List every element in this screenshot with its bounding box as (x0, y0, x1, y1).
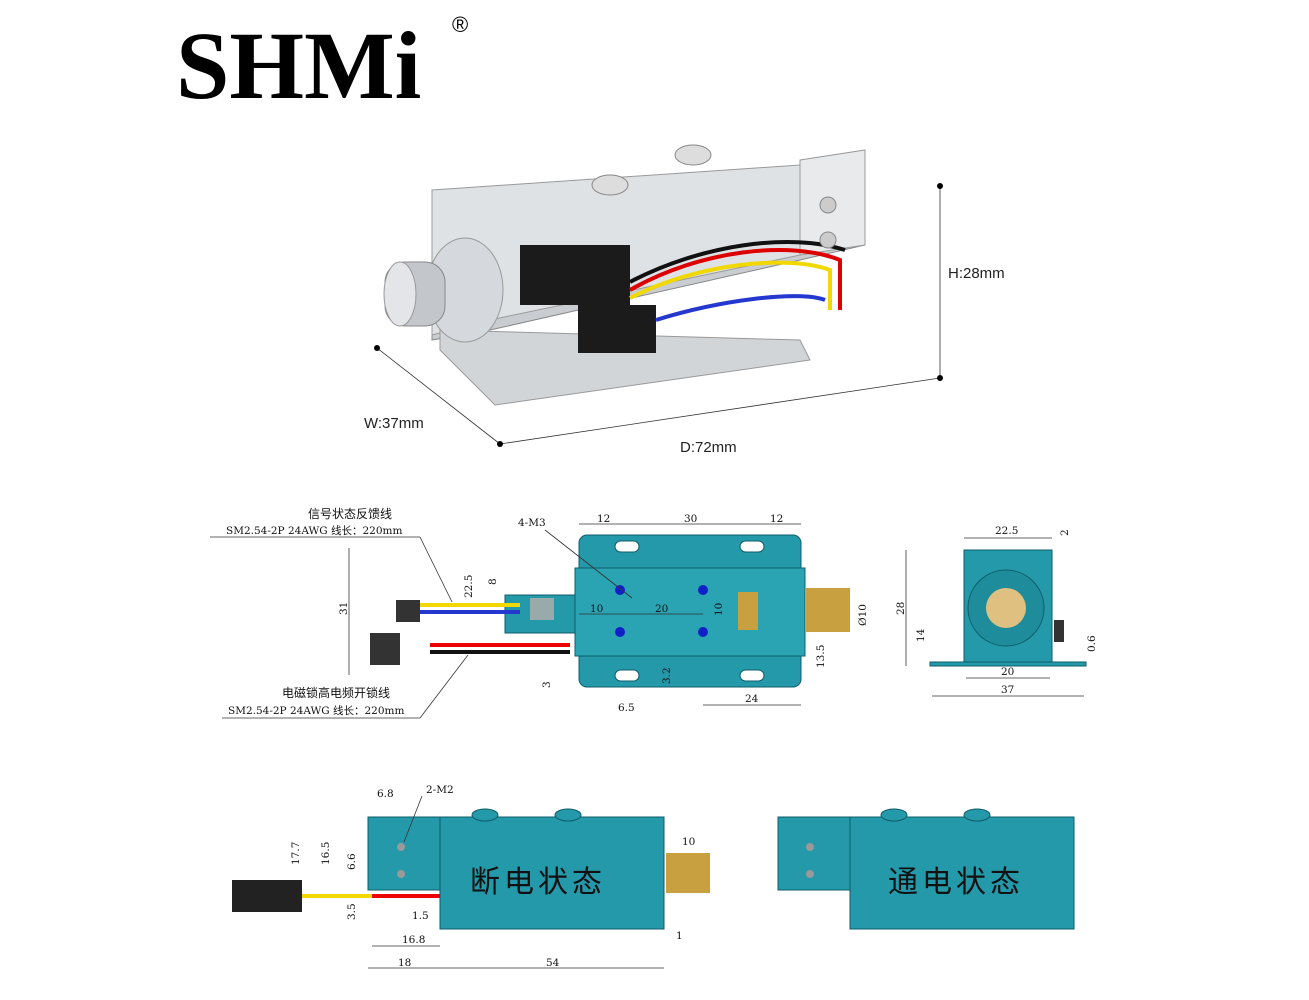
overall-dimensions: H:28mm W:37mm D:72mm (364, 183, 1005, 456)
dim: Ø10 (857, 604, 869, 626)
product-render (383, 144, 866, 406)
dim: 3 (541, 681, 553, 688)
power-off-view: 断电状态 2-M2 6.8 17.7 16.5 6.6 3.5 1.5 16.8… (232, 784, 710, 969)
brand-logo: SHMi (176, 12, 421, 119)
dim: 0.6 (1086, 635, 1098, 652)
dim: 8 (487, 578, 499, 585)
dim: 6.8 (377, 788, 394, 800)
registered-mark: ® (452, 12, 468, 37)
dim: 30 (684, 513, 697, 525)
dim: 12 (597, 513, 610, 525)
dim: 16.8 (402, 934, 425, 946)
dim: 10 (590, 603, 603, 615)
dim: 16.5 (320, 842, 332, 865)
dim: 14 (915, 628, 927, 642)
dim: 2 (1059, 529, 1071, 536)
dim: 1.5 (412, 910, 429, 922)
dim: 1 (676, 930, 683, 942)
feedback-wire-spec: SM2.54-2P 24AWG 线长：220mm (226, 524, 402, 537)
dim: 54 (546, 957, 560, 969)
power-on-view: 通电状态 (777, 808, 1075, 930)
height-label: H:28mm (948, 265, 1005, 282)
dim: 20 (1001, 666, 1014, 678)
dim: 20 (655, 603, 668, 615)
dim: 18 (398, 957, 411, 969)
dim: 10 (713, 603, 725, 616)
dim: 3.5 (346, 903, 358, 920)
side-view: 22.5 2 28 14 20 37 0.6 (895, 525, 1098, 697)
unlock-wire-label: 电磁锁高电频开锁线 (282, 685, 390, 700)
dim: 22.5 (463, 575, 475, 598)
unlock-wire-spec: SM2.54-2P 24AWG 线长：220mm (228, 704, 404, 717)
dim: 24 (745, 693, 759, 705)
power-on-state-label: 通电状态 (888, 865, 1024, 900)
depth-label: D:72mm (680, 439, 737, 456)
dim: 22.5 (995, 525, 1018, 537)
screw-label: 4-M3 (518, 517, 546, 529)
dim: 17.7 (290, 842, 302, 865)
dim: 28 (895, 602, 907, 615)
dim: 3.2 (661, 667, 673, 684)
power-off-state-label: 断电状态 (470, 865, 606, 900)
dim: 6.6 (346, 853, 358, 870)
dim: 31 (338, 602, 350, 615)
dim: 12 (770, 513, 783, 525)
width-label: W:37mm (364, 415, 424, 432)
feedback-wire-label: 信号状态反馈线 (308, 507, 392, 521)
front-view: 信号状态反馈线 SM2.54-2P 24AWG 线长：220mm 电磁锁高电频开… (210, 507, 869, 719)
dim: 10 (682, 836, 695, 848)
dim: 13.5 (815, 645, 827, 668)
dim: 6.5 (618, 702, 635, 714)
dim: 37 (1001, 684, 1014, 696)
screw-label: 2-M2 (426, 784, 454, 796)
